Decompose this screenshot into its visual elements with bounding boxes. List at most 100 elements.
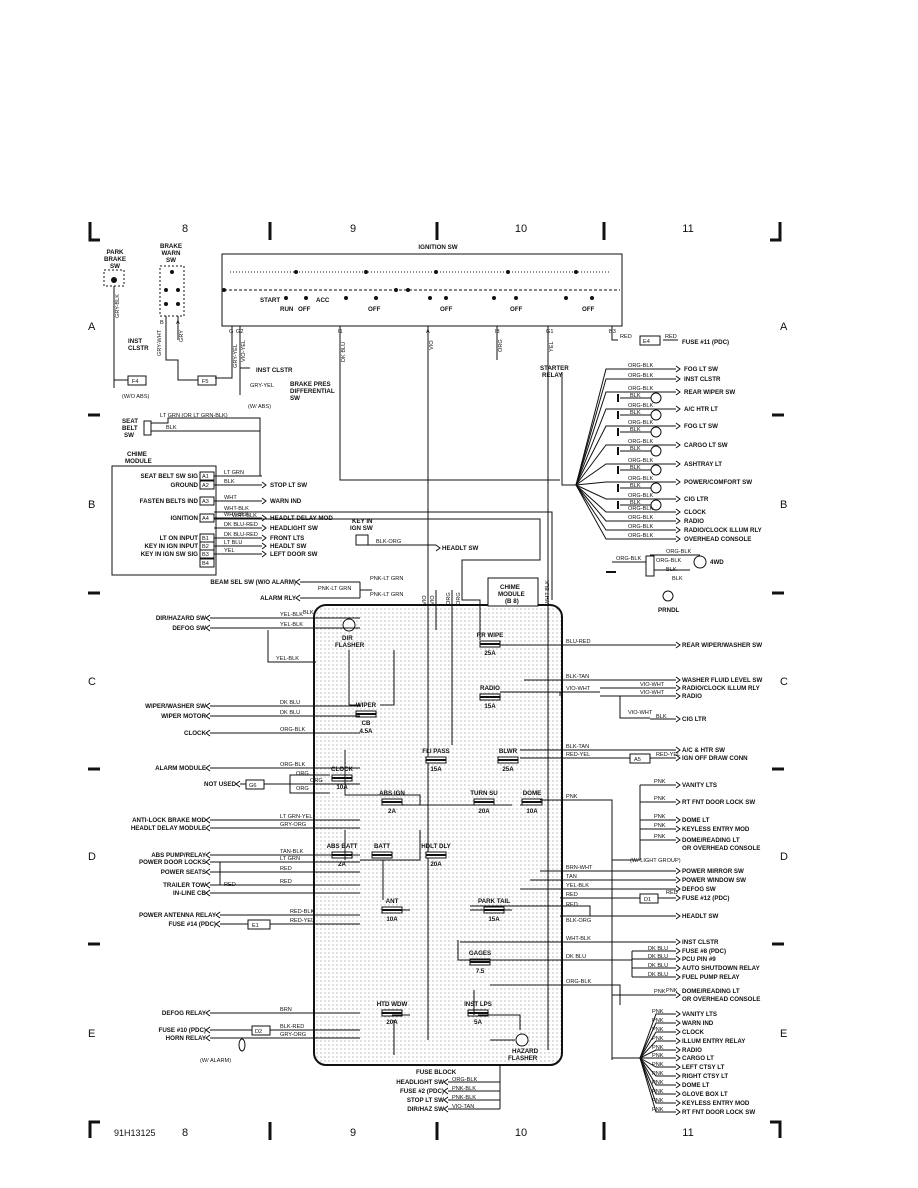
col-label: 10 xyxy=(515,223,527,235)
fuse-name: ABS IGN xyxy=(379,790,405,797)
wire xyxy=(359,582,372,598)
label: FLASHER xyxy=(335,642,365,649)
wire xyxy=(612,554,700,571)
fuse-amps: CB xyxy=(362,720,371,727)
label: INST xyxy=(128,338,142,345)
label: PRNDL xyxy=(658,607,680,614)
connector-arrow xyxy=(675,1019,681,1027)
wire-label: PNK xyxy=(652,1089,664,1095)
label: B xyxy=(160,320,164,326)
wire-label: WHT-BLK xyxy=(224,506,249,512)
label: CHIME xyxy=(500,584,520,591)
connector-arrow xyxy=(675,912,681,920)
fuse-amps: 2A xyxy=(388,808,396,815)
fuse-amps: 10A xyxy=(386,916,398,923)
wire xyxy=(575,408,676,486)
connector-arrow xyxy=(261,497,267,505)
wire-label: VIO-WHT xyxy=(640,682,665,688)
col-label: 11 xyxy=(682,1127,693,1139)
wire xyxy=(619,696,650,719)
left-item-label: DEFOG SW xyxy=(172,625,206,632)
pin-label: B3 xyxy=(202,552,209,558)
item-label: FOG LT SW xyxy=(684,366,718,373)
connector-arrow xyxy=(205,624,211,632)
wire-label: GRY-BLK xyxy=(115,294,121,318)
fuse-amps: 25A xyxy=(502,766,514,773)
connector-d2 xyxy=(251,1025,271,1036)
fuse-amps: 15A xyxy=(484,703,496,710)
dest-label: FRONT LTS xyxy=(270,535,304,542)
label: STARTER xyxy=(540,365,569,372)
fuse-amps: 25A xyxy=(484,650,496,657)
top-wire-labels: GRY-BLK GRY-WHT GRY GRY-YEL VIO-YEL DK B… xyxy=(115,294,729,410)
wire xyxy=(575,484,676,500)
wire xyxy=(540,799,613,1060)
label: CLSTR xyxy=(128,345,149,352)
wire-label: ORG xyxy=(296,786,309,792)
wire-label: BLK xyxy=(630,483,641,489)
wire-label: BLK xyxy=(630,446,641,452)
bulb-icon xyxy=(662,590,674,602)
bulb-icon xyxy=(650,409,662,421)
fuse-name: PARK TAIL xyxy=(478,898,510,905)
connector-arrow xyxy=(235,780,241,788)
wire-label: YEL xyxy=(549,341,555,352)
wire-label: ORG xyxy=(446,592,452,605)
wire-label: WHT-BLK xyxy=(232,513,257,519)
connector-arrow xyxy=(675,754,681,762)
wire-label: PNK xyxy=(654,779,666,785)
wire-label: ORG xyxy=(296,771,309,777)
wire-label: LT BLU xyxy=(224,540,242,546)
connector-arrow xyxy=(675,1010,681,1018)
connector-e1 xyxy=(247,919,271,930)
label: (W/ LIGHT GROUP) xyxy=(630,858,681,864)
left-item-label: CLOCK xyxy=(184,730,207,737)
fuse-name: INST LPS xyxy=(464,1001,492,1008)
wire-label: ORG-BLK xyxy=(628,386,653,392)
wire-label: DK BLU xyxy=(648,972,668,978)
right-item-label: RT FNT DOOR LOCK SW xyxy=(682,799,755,806)
pin-box xyxy=(199,558,215,568)
wire-label: PNK xyxy=(652,1062,664,1068)
connector-f4: F4 xyxy=(132,379,139,385)
right-item-label: DOME/READING LT xyxy=(682,837,740,844)
left-item-label: IN-LINE CB xyxy=(173,890,207,897)
wire-label: GRY-ORG xyxy=(280,1032,306,1038)
fuse-sub: 4.5A xyxy=(359,728,373,735)
connector-arrow xyxy=(675,526,681,534)
col-label: 9 xyxy=(350,223,356,235)
connector-arrow xyxy=(205,889,211,897)
left-item-label: POWER SEATS xyxy=(161,869,206,876)
left-item-label: ALARM MODULE xyxy=(155,765,206,772)
fuse-name: FLI PASS xyxy=(422,748,449,755)
wire-label: BRN-WHT xyxy=(566,865,593,871)
connector-arrow xyxy=(443,1087,449,1095)
park-brake-switch: PARK BRAKE SW xyxy=(103,249,126,287)
connector-arrow xyxy=(675,836,681,844)
connector-arrow xyxy=(675,478,681,486)
row-label: E xyxy=(88,1028,95,1040)
connector-arrow xyxy=(675,938,681,946)
wire-label: LT GRN xyxy=(280,856,300,862)
label: FLASHER xyxy=(508,1055,538,1062)
connector-arrow xyxy=(675,641,681,649)
right-item-label: OR OVERHEAD CONSOLE xyxy=(682,996,760,1003)
wire xyxy=(575,484,676,522)
pin-name: KEY IN IGN SW SIG xyxy=(141,551,198,558)
fuse-block: FUSE BLOCK CHIME MODULE (B 8) WHT-BLK VI… xyxy=(313,577,563,1076)
connector-arrow xyxy=(675,867,681,875)
fuse-name: ANT xyxy=(386,898,399,905)
fuse-name: WIPER xyxy=(356,702,377,709)
connector-arrow xyxy=(205,824,211,832)
pin-name: GROUND xyxy=(171,482,199,489)
label: RUN xyxy=(280,306,294,313)
wire-label: PNK xyxy=(654,796,666,802)
label: (B 8) xyxy=(505,598,519,605)
fuse-block-internal-wires xyxy=(344,572,540,1055)
wire-label: RED-YEL xyxy=(656,752,680,758)
connector-arrow xyxy=(675,692,681,700)
wire-label: RED-YEL xyxy=(290,918,314,924)
connector-label: A5 xyxy=(634,757,641,763)
